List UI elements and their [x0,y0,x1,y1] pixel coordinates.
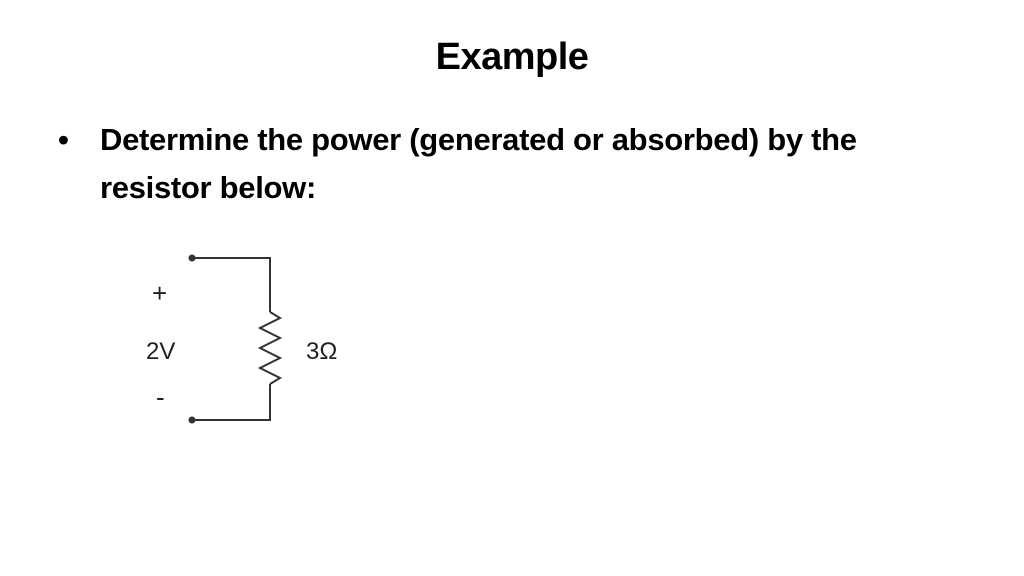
bullet-text: Determine the power (generated or absorb… [100,122,857,205]
voltage-label: 2V [146,338,176,365]
bullet-dot-icon: • [58,122,69,157]
circuit-wiring [188,254,283,424]
resistance-label: 3Ω [306,338,338,365]
resistor-icon [257,311,283,385]
polarity-negative: - [156,382,165,412]
circuit-diagram: + 2V - 3Ω [130,240,390,440]
polarity-positive: + [152,278,168,308]
bullet-item: • Determine the power (generated or abso… [58,116,958,212]
top-wire [192,257,271,312]
bullet-list: • Determine the power (generated or abso… [58,116,958,212]
top-terminal-icon [188,254,196,262]
bottom-terminal-icon [188,416,196,424]
bottom-wire [192,384,271,421]
slide-title: Example [435,36,589,78]
